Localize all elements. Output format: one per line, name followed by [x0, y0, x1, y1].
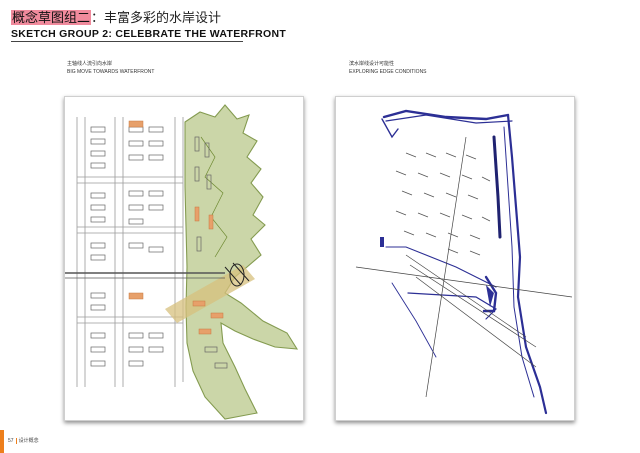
footer-separator: [15, 437, 17, 444]
title-underline: [11, 41, 243, 42]
page-title-cn: 概念草图组二：丰富多彩的水岸设计: [11, 10, 221, 25]
pier: [224, 262, 250, 286]
building-blocks: [90, 126, 164, 367]
title-cn-rest: ：丰富多彩的水岸设计: [91, 10, 222, 25]
footer-accent-bar: [0, 430, 4, 453]
page-number: 57: [8, 438, 14, 444]
pencil-strokes: [355, 136, 573, 398]
right-sketch: [355, 109, 573, 415]
right-caption-en: EXPLORING EDGE CONDITIONS: [349, 69, 427, 75]
inner-shore-line: [200, 136, 228, 258]
left-caption-cn: 主轴线人流引向水岸: [67, 61, 113, 67]
blue-edge-strokes: [381, 109, 548, 415]
axis-band: [165, 265, 255, 323]
left-sketch-panel: [64, 96, 304, 421]
street-grid: [76, 117, 184, 387]
right-sketch-panel: [335, 96, 575, 421]
highlight-blocks: [128, 120, 224, 335]
pier-pavilion: [229, 263, 245, 287]
hatch-blocks: [395, 152, 491, 256]
green-shoreline: [184, 104, 299, 420]
title-highlight: 概念草图组二: [11, 10, 92, 25]
blue-accent-marks: [380, 237, 494, 307]
waterfront-blocks: [194, 136, 228, 369]
left-caption-en: BIG MOVE TOWARDS WATERFRONT: [67, 69, 155, 75]
footer-label: 设计概念: [18, 438, 39, 444]
right-caption-cn: 滨水岸线设计可能性: [349, 61, 395, 67]
page-title-en: SKETCH GROUP 2: CELEBRATE THE WATERFRONT: [11, 28, 287, 40]
footer: 57 设计概念: [8, 437, 39, 444]
left-sketch: [65, 104, 299, 420]
